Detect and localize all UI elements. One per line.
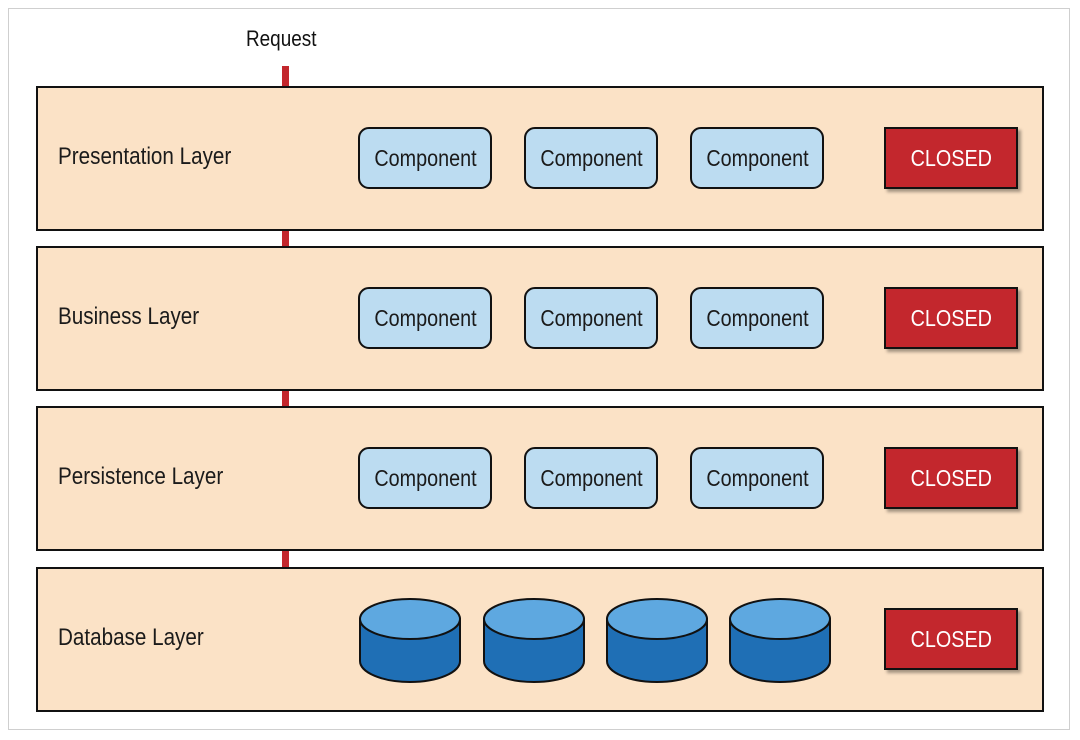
persistence-layer: Persistence Layer Component Component Co…	[36, 406, 1044, 551]
layer-label: Persistence Layer	[58, 463, 224, 490]
database-cylinder-icon	[359, 598, 461, 683]
closed-label: CLOSED	[910, 464, 992, 491]
closed-badge: CLOSED	[884, 608, 1018, 670]
component-label: Component	[705, 144, 809, 171]
closed-label: CLOSED	[910, 304, 992, 331]
component-box: Component	[358, 447, 492, 509]
component-label: Component	[705, 464, 809, 491]
component-box: Component	[524, 447, 658, 509]
component-label: Component	[539, 144, 643, 171]
component-label: Component	[705, 304, 809, 331]
closed-badge: CLOSED	[884, 447, 1018, 509]
component-label: Component	[373, 144, 477, 171]
component-box: Component	[524, 287, 658, 349]
database-cylinder-icon	[606, 598, 708, 683]
closed-label: CLOSED	[910, 144, 992, 171]
closed-label: CLOSED	[910, 625, 992, 652]
layer-label: Presentation Layer	[58, 143, 232, 170]
component-box: Component	[358, 287, 492, 349]
component-box: Component	[690, 287, 824, 349]
layer-label: Database Layer	[58, 624, 204, 651]
layer-label: Business Layer	[58, 303, 200, 330]
database-cylinder-icon	[729, 598, 831, 683]
component-box: Component	[690, 127, 824, 189]
component-label: Component	[373, 304, 477, 331]
database-cylinder-icon	[483, 598, 585, 683]
database-layer: Database Layer CLOSED	[36, 567, 1044, 712]
component-box: Component	[358, 127, 492, 189]
component-box: Component	[524, 127, 658, 189]
component-label: Component	[373, 464, 477, 491]
presentation-layer: Presentation Layer Component Component C…	[36, 86, 1044, 231]
component-label: Component	[539, 304, 643, 331]
diagram-frame	[8, 8, 1070, 730]
component-box: Component	[690, 447, 824, 509]
request-label: Request	[246, 26, 317, 51]
closed-badge: CLOSED	[884, 287, 1018, 349]
component-label: Component	[539, 464, 643, 491]
closed-badge: CLOSED	[884, 127, 1018, 189]
business-layer: Business Layer Component Component Compo…	[36, 246, 1044, 391]
